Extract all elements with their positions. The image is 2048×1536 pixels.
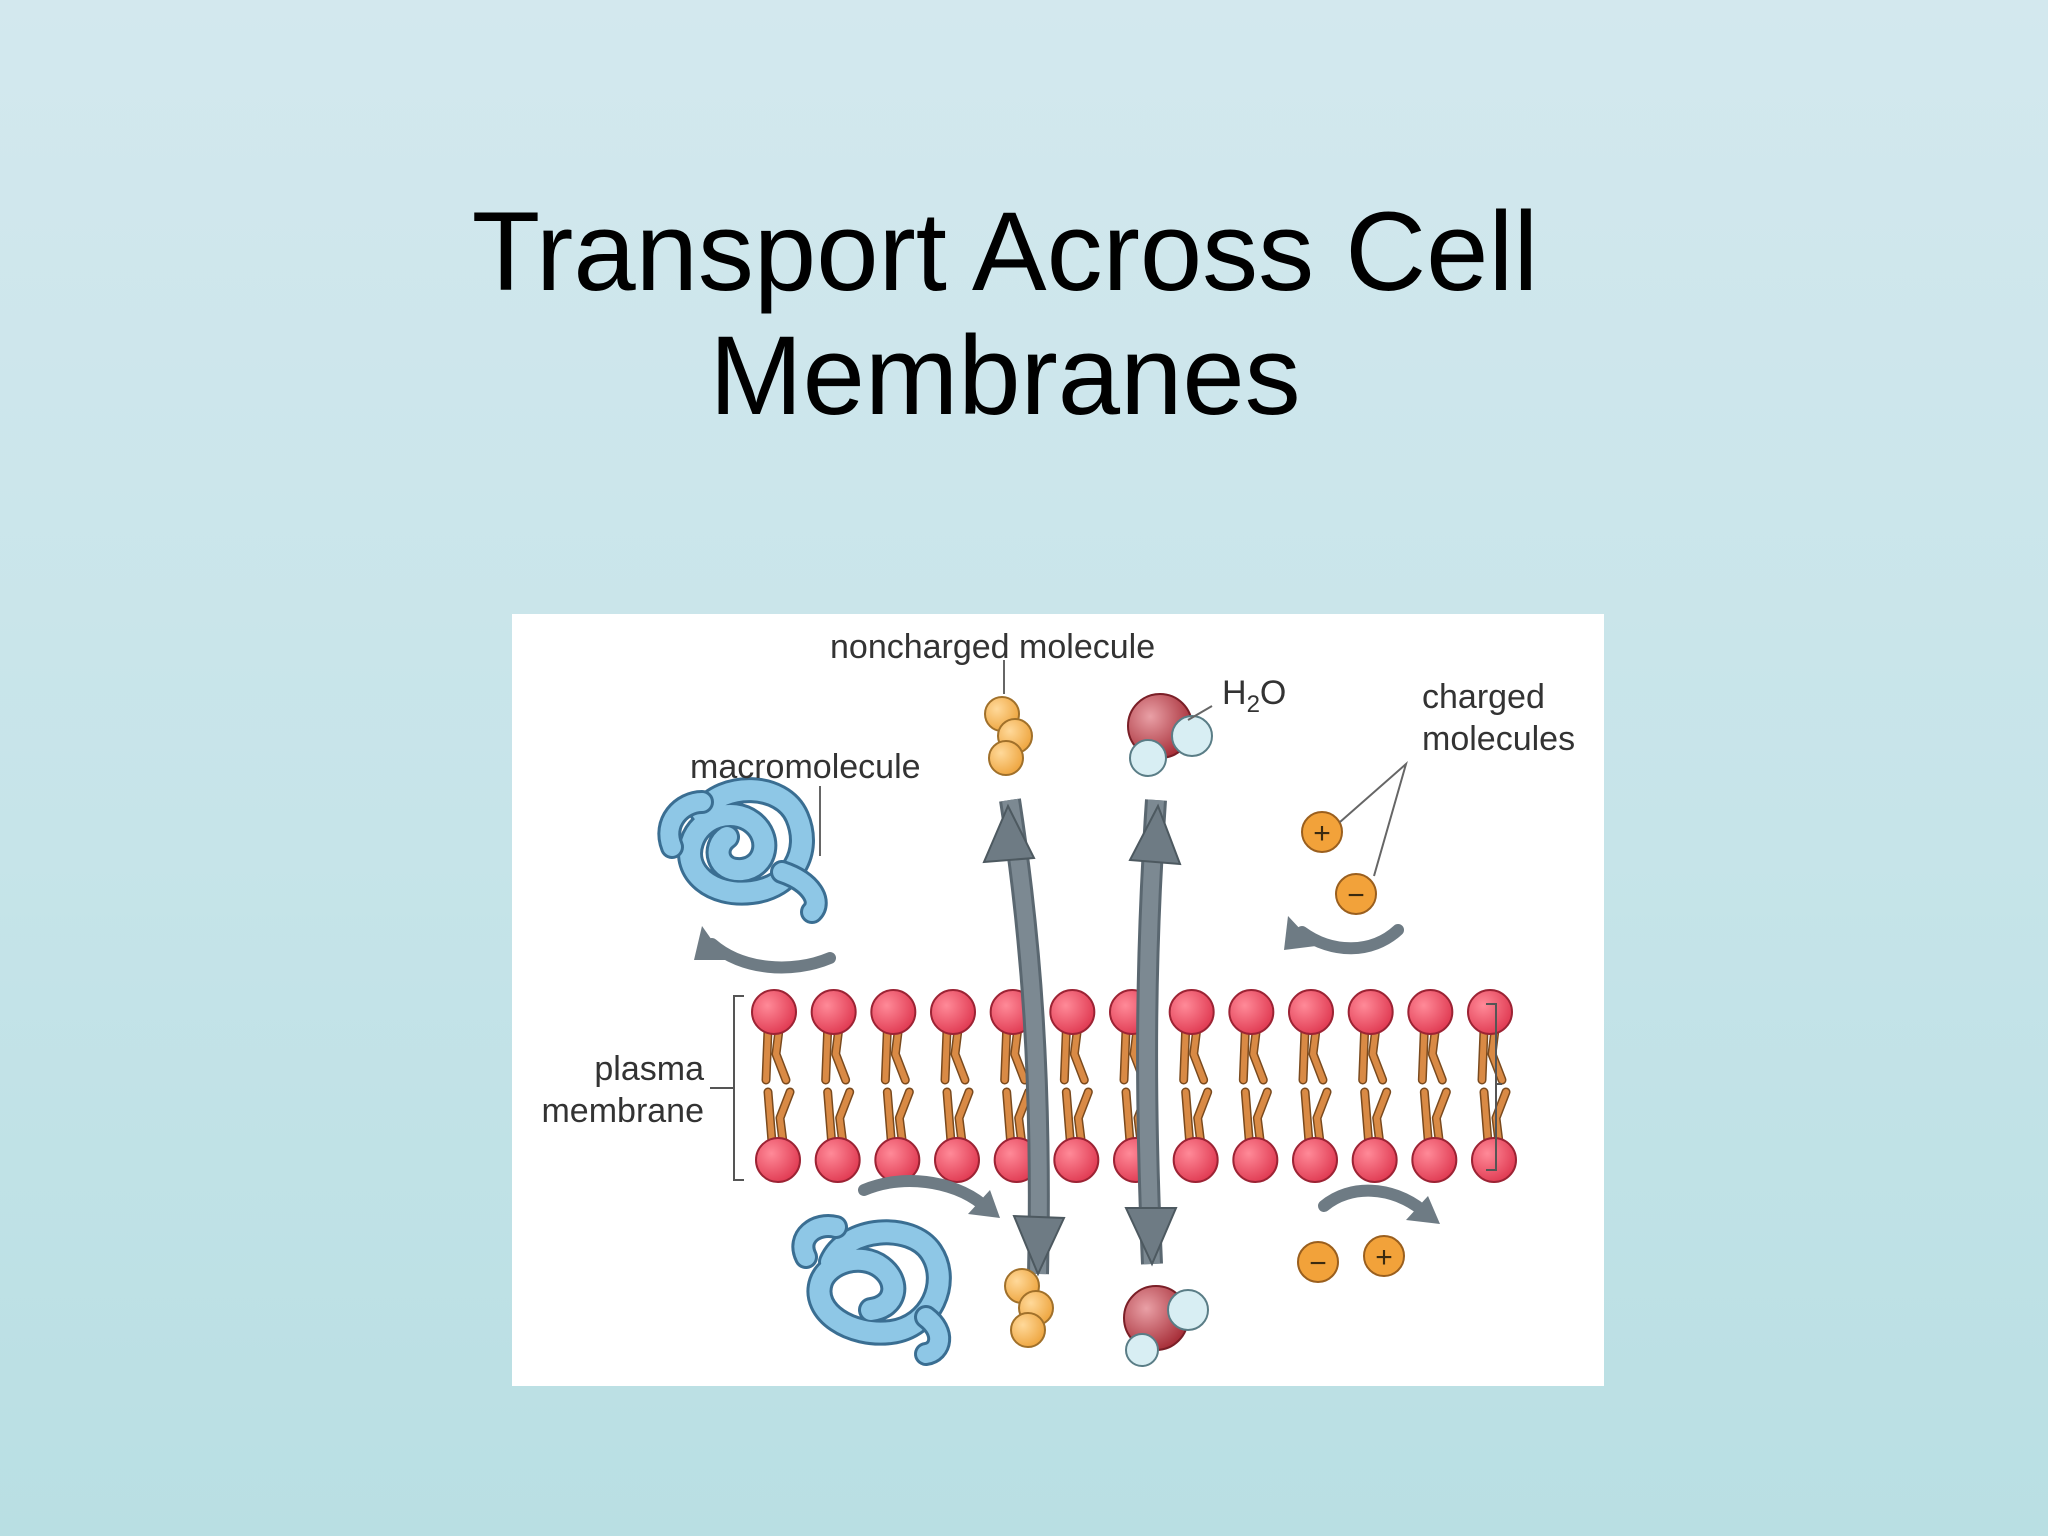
- lipid-head: [751, 989, 797, 1035]
- lipid-head: [814, 1137, 861, 1183]
- label-macromolecule: macromolecule: [690, 748, 921, 786]
- double-arrow-noncharged: [982, 798, 1066, 1277]
- ion-negative-symbol-inside: −: [1309, 1247, 1327, 1280]
- label-charged-line-2: molecules: [1422, 720, 1575, 758]
- lipid-outer: [1228, 989, 1275, 1085]
- lipid-head: [1471, 1137, 1517, 1183]
- title-line-2: Membranes: [709, 313, 1301, 438]
- water-molecule-inside-icon: [1123, 1285, 1209, 1367]
- lipid-bilayer-inner-leaflet: [755, 1087, 1517, 1183]
- label-water-h: H: [1222, 674, 1247, 712]
- lipid-head: [870, 989, 917, 1035]
- macromolecule-outside-icon: [657, 777, 828, 924]
- curved-arrow-ions-out: [1284, 916, 1404, 955]
- curved-arrow-ions-in: [1318, 1184, 1440, 1224]
- charged-molecules-leader-line: [1339, 761, 1408, 877]
- lipid-head: [1347, 989, 1394, 1035]
- ion-negative-outside-icon: −: [1335, 873, 1377, 915]
- lipid-head: [1049, 989, 1096, 1035]
- label-water-o: O: [1260, 674, 1286, 712]
- label-water-subscript: 2: [1247, 691, 1260, 718]
- lipid-head: [1232, 1137, 1279, 1183]
- lipid-outer: [810, 989, 857, 1085]
- ion-negative-inside-icon: −: [1297, 1241, 1339, 1283]
- lipid-outer: [930, 989, 976, 1085]
- label-plasma-line-1: plasma: [594, 1050, 704, 1088]
- double-arrow-water: [1124, 799, 1182, 1267]
- lipid-bilayer-outer-leaflet: [751, 989, 1513, 1085]
- lipid-outer: [751, 989, 797, 1085]
- ion-positive-symbol: +: [1313, 817, 1331, 850]
- ion-negative-symbol: −: [1347, 879, 1365, 912]
- lipid-head: [1288, 989, 1334, 1035]
- lipid-head: [810, 989, 857, 1035]
- lipid-head: [1228, 989, 1275, 1035]
- membrane-transport-figure: + − − + noncharged molecule H2O: [512, 614, 1604, 1386]
- label-noncharged-molecule: noncharged molecule: [830, 628, 1155, 666]
- lipid-head: [1467, 989, 1513, 1035]
- lipid-inner: [1411, 1087, 1458, 1183]
- ion-positive-outside-icon: +: [1301, 811, 1343, 853]
- curved-arrow-macromolecule-in: [858, 1175, 1000, 1218]
- lipid-outer: [1049, 989, 1096, 1085]
- label-water: H2O: [1222, 674, 1286, 718]
- lipid-outer: [870, 989, 917, 1085]
- curved-arrow-macromolecule-out: [694, 926, 836, 974]
- ion-positive-symbol-inside: +: [1375, 1241, 1393, 1274]
- lipid-head: [934, 1137, 980, 1183]
- lipid-head: [1053, 1137, 1100, 1183]
- lipid-inner: [874, 1087, 921, 1183]
- lipid-head: [1168, 989, 1215, 1035]
- lipid-outer: [1407, 989, 1454, 1085]
- lipid-inner: [814, 1087, 861, 1183]
- lipid-inner: [934, 1087, 980, 1183]
- lipid-head: [1292, 1137, 1338, 1183]
- lipid-outer: [1168, 989, 1215, 1085]
- lipid-inner: [1053, 1087, 1100, 1183]
- title-line-1: Transport Across Cell: [471, 189, 1539, 314]
- water-leader-line: [1187, 705, 1213, 721]
- label-plasma-line-2: membrane: [541, 1092, 704, 1130]
- macromolecule-inside-icon: [791, 1214, 952, 1366]
- lipid-outer: [1288, 989, 1334, 1085]
- lipid-head: [930, 989, 976, 1035]
- plasma-membrane-bracket: [710, 995, 1502, 1181]
- lipid-head: [1351, 1137, 1398, 1183]
- membrane-diagram: + − − + noncharged molecule H2O: [541, 628, 1575, 1367]
- label-charged-line-1: charged: [1422, 678, 1545, 716]
- water-molecule-outside-icon: [1127, 693, 1213, 777]
- ion-positive-inside-icon: +: [1363, 1235, 1405, 1277]
- noncharged-molecule-outside-icon: [984, 696, 1033, 776]
- lipid-outer: [1467, 989, 1513, 1085]
- lipid-head: [755, 1137, 801, 1183]
- lipid-inner: [1351, 1087, 1398, 1183]
- lipid-head: [1407, 989, 1454, 1035]
- lipid-inner: [1471, 1087, 1517, 1183]
- lipid-inner: [1292, 1087, 1338, 1183]
- lipid-inner: [755, 1087, 801, 1183]
- lipid-head: [1172, 1137, 1219, 1183]
- slide-title: Transport Across Cell Membranes: [0, 190, 2010, 438]
- lipid-inner: [1232, 1087, 1279, 1183]
- noncharged-molecule-inside-icon: [1004, 1268, 1054, 1348]
- lipid-inner: [1172, 1087, 1219, 1183]
- lipid-outer: [1347, 989, 1394, 1085]
- lipid-head: [1411, 1137, 1458, 1183]
